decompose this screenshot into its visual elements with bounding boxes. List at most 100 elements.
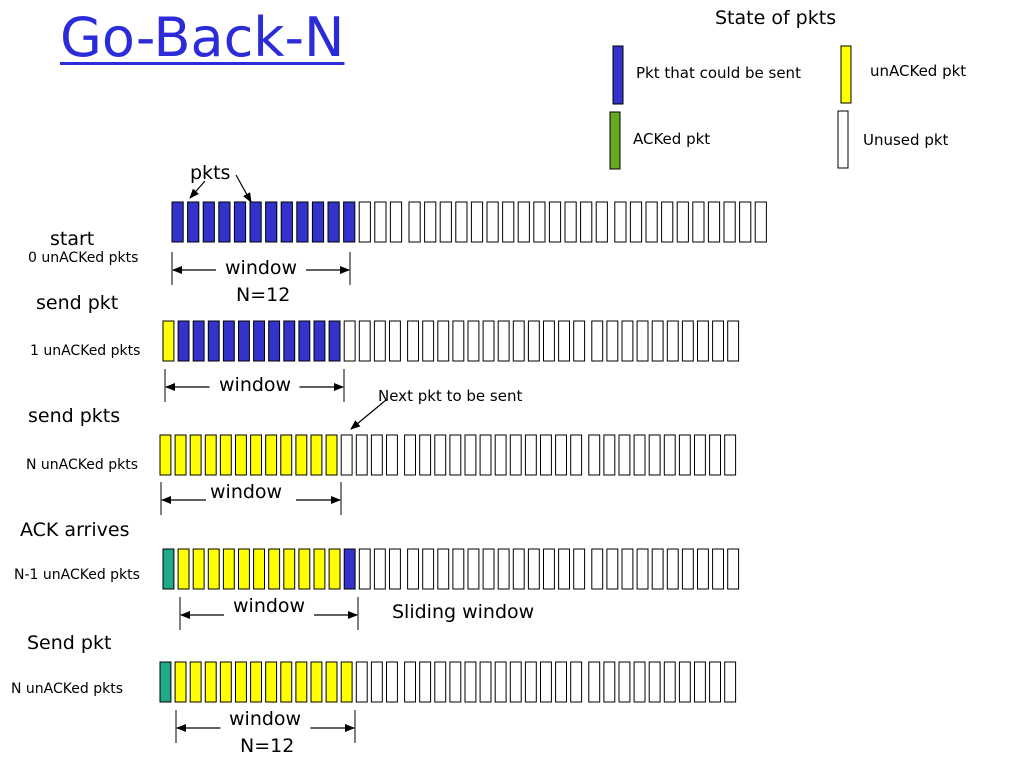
packet-cell-white [591, 320, 604, 362]
packet-cell-white [482, 320, 495, 362]
packet-cell-white [452, 548, 465, 590]
packet-cell-white [692, 201, 705, 243]
packet-cell-white [389, 320, 401, 362]
row-label-send-pkts: send pkts [28, 405, 121, 427]
packet-cell-white [533, 201, 546, 243]
packet-cell-yellow [280, 661, 293, 703]
packet-cell-yellow [204, 434, 217, 476]
packet-cell-white [502, 201, 515, 243]
row-label-start: start [50, 228, 95, 250]
packet-cell-yellow [250, 434, 263, 476]
packet-cell-yellow [189, 434, 202, 476]
packet-cell-blue [207, 320, 220, 362]
packet-cell-blue [233, 201, 247, 243]
packet-cell-white [588, 661, 601, 703]
packet-cell-white [606, 320, 619, 362]
packet-cell-white [439, 201, 452, 243]
packet-cell-white [422, 320, 435, 362]
packet-cell-white [486, 201, 499, 243]
packet-cell-blue [327, 201, 340, 243]
row-count-send-pkt: 1 unACKed pkts [30, 343, 141, 359]
packet-cell-blue [187, 201, 200, 243]
packet-cell-yellow [235, 434, 247, 476]
packet-cell-yellow [310, 661, 323, 703]
packet-cell-white [355, 434, 368, 476]
packet-cell-yellow [219, 434, 232, 476]
packet-cell-blue [238, 320, 250, 362]
packet-cell-white [407, 548, 420, 590]
packet-cell-blue [253, 320, 266, 362]
packet-cell-white [606, 548, 619, 590]
packet-cell-teal [159, 661, 172, 703]
packet-cell-white [419, 661, 432, 703]
packet-cell-white [727, 320, 740, 362]
packet-cell-white [527, 548, 540, 590]
packet-cell-yellow [340, 661, 353, 703]
packet-cell-blue [280, 201, 293, 243]
packet-cell-white [358, 548, 371, 590]
packet-cell-white [633, 661, 646, 703]
pkts-pointer-arrow [235, 174, 252, 203]
packet-cell-white [540, 434, 552, 476]
legend-label-unacked: unACKed pkt [870, 62, 967, 80]
packet-cell-white [449, 661, 462, 703]
pkts-pointer-arrow [189, 180, 206, 199]
legend-label-unused: Unused pkt [863, 131, 949, 149]
packet-cell-white [573, 320, 586, 362]
packet-cell-yellow [325, 434, 338, 476]
packet-cell-yellow [265, 434, 278, 476]
legend-heading: State of pkts [715, 7, 837, 29]
packet-cell-white [666, 548, 679, 590]
row-count-send-pkts: N unACKed pkts [26, 457, 138, 473]
packet-cell-white [524, 661, 537, 703]
row-count-start: 0 unACKed pkts [28, 250, 139, 266]
packet-cell-white [694, 434, 706, 476]
window-label: window [229, 708, 302, 730]
packet-cell-white [479, 661, 492, 703]
window-size-label: N=12 [236, 284, 291, 306]
packet-cell-white [618, 434, 631, 476]
packet-cell-white [681, 548, 694, 590]
packet-cell-yellow [325, 661, 338, 703]
packet-cell-blue [268, 320, 281, 362]
packet-cell-blue [249, 201, 262, 243]
packet-cell-white [666, 320, 679, 362]
packet-cell-white [663, 661, 676, 703]
packet-cell-white [543, 320, 555, 362]
legend-swatch-acked [609, 111, 621, 170]
packet-cell-white [648, 661, 661, 703]
packet-cell-white [697, 548, 709, 590]
packet-cell-yellow [219, 661, 232, 703]
packet-cell-white [434, 434, 447, 476]
packet-cell-white [386, 434, 398, 476]
packet-cell-white [558, 320, 570, 362]
window-label: window [210, 481, 283, 503]
page-title: Go-Back-N [60, 6, 345, 69]
packet-cell-yellow [310, 434, 323, 476]
packet-cell-white [614, 201, 627, 243]
packet-cell-white [464, 661, 477, 703]
packet-cell-white [739, 201, 752, 243]
packet-cell-white [595, 201, 608, 243]
packet-cell-white [707, 201, 721, 243]
packet-cell-yellow [162, 320, 175, 362]
packet-cell-white [494, 434, 507, 476]
packet-cell-yellow [253, 548, 266, 590]
packet-cell-white [527, 320, 540, 362]
packet-cell-white [618, 661, 631, 703]
packet-cell-white [437, 320, 450, 362]
packet-cell-blue [265, 201, 278, 243]
packet-cell-white [389, 548, 401, 590]
packet-cell-white [651, 548, 664, 590]
row-count-ack-arrives: N-1 unACKed pkts [14, 567, 140, 583]
packet-cell-yellow [283, 548, 296, 590]
packet-cell-white [455, 201, 468, 243]
legend-swatch-unacked [840, 45, 852, 104]
packet-cell-white [621, 548, 634, 590]
packet-cell-white [678, 661, 691, 703]
packet-cell-white [709, 661, 721, 703]
packet-cell-yellow [174, 661, 187, 703]
window-label: window [233, 595, 306, 617]
packet-cell-white [482, 548, 495, 590]
